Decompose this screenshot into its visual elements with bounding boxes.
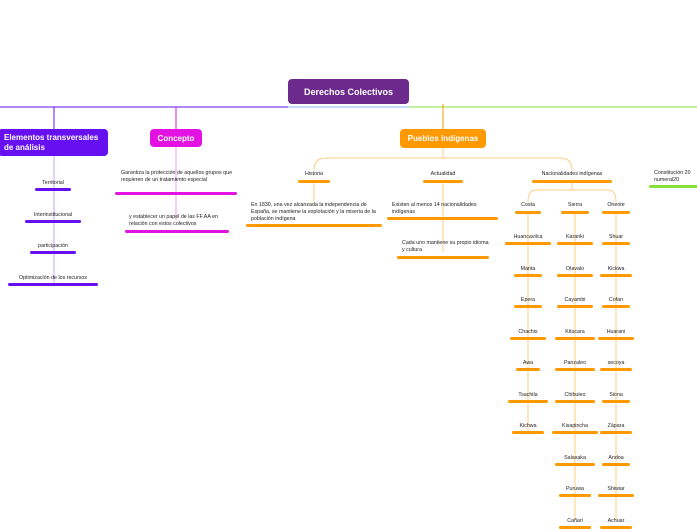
region-sierra-item-9-underline (559, 525, 591, 529)
region-costa-item-3[interactable]: Chachis (518, 328, 538, 335)
region-costa-item-1[interactable]: Manta (520, 265, 536, 272)
region-sierra-item-6-underline (552, 431, 598, 434)
region-oriente[interactable]: Oriente (607, 202, 625, 208)
historia-text[interactable]: En 1830, una vez alcanzada la independen… (251, 202, 376, 222)
region-oriente-item-8-underline (598, 494, 634, 497)
historia-text-underline (246, 224, 382, 227)
actualidad-item-1[interactable]: Cada uno mantiene su propio idioma y cul… (402, 240, 489, 253)
elementos-item-0-underline (35, 188, 71, 191)
concepto-item-1-underline (125, 230, 229, 233)
region-sierra-item-7[interactable]: Salasaka (564, 454, 586, 461)
region-costa-item-0-underline (505, 242, 551, 245)
branch-elementos-label: Elementos transversales de análisis (4, 133, 99, 152)
actualidad-node[interactable]: Actualidad (430, 171, 456, 177)
region-sierra-item-8[interactable]: Puruwa (566, 486, 584, 492)
region-oriente-item-8[interactable]: Shiwiar (607, 486, 625, 492)
region-costa-item-4-underline (516, 368, 540, 371)
region-sierra-item-5[interactable]: Chibuleo (564, 391, 586, 398)
region-sierra[interactable]: Sierra (567, 202, 583, 208)
region-costa[interactable]: Costa (521, 202, 535, 208)
root-node[interactable]: Derechos Colectivos (288, 79, 409, 104)
region-sierra-item-0[interactable]: Karanki (566, 234, 584, 240)
historia-node[interactable]: Historia (305, 171, 323, 177)
elementos-item-2-underline (30, 251, 76, 254)
region-costa-item-5-underline (508, 399, 548, 403)
region-oriente-underline (602, 211, 630, 214)
actualidad-item-0[interactable]: Existen al menos 14 nacionalidades indíg… (392, 202, 477, 215)
branch-pueblos-indigenas[interactable]: Pueblos Indígenas (400, 129, 486, 148)
region-costa-item-2[interactable]: Epera (520, 297, 536, 303)
actualidad-node-underline (423, 180, 463, 183)
region-oriente-item-7-underline (602, 462, 630, 466)
branch-concepto-label: Concepto (157, 133, 195, 143)
concepto-item-0[interactable]: Garantiza la protección de aquellos grup… (121, 170, 233, 183)
region-oriente-item-5-underline (602, 399, 630, 403)
region-sierra-item-7-underline (555, 462, 595, 466)
elementos-item-3-underline (8, 283, 98, 286)
region-oriente-item-4[interactable]: secoya (607, 360, 625, 366)
region-oriente-item-3[interactable]: Huarani (606, 328, 626, 335)
region-oriente-item-6-underline (600, 431, 632, 434)
region-sierra-item-1-underline (557, 273, 593, 277)
region-sierra-item-4[interactable]: Panzaleo (563, 360, 587, 366)
actualidad-item-0-underline (387, 217, 498, 220)
region-oriente-item-6[interactable]: Zápara (607, 423, 625, 429)
branch-pueblos-label: Pueblos Indígenas (407, 134, 479, 143)
region-costa-item-4[interactable]: Awa (522, 360, 534, 366)
region-sierra-item-4-underline (555, 368, 595, 371)
region-oriente-item-4-underline (600, 368, 632, 371)
region-costa-item-6[interactable]: Kichwa (519, 423, 537, 429)
constitucion-underline (649, 185, 697, 188)
region-sierra-item-9[interactable]: Cañari (567, 517, 583, 524)
region-costa-item-2-underline (514, 305, 542, 308)
branch-elementos-transversales[interactable]: Elementos transversales de análisis (0, 129, 108, 156)
region-oriente-item-1-underline (600, 273, 632, 277)
region-sierra-item-2-underline (557, 305, 593, 308)
region-oriente-item-2[interactable]: Cofan (608, 297, 624, 303)
historia-node-underline (298, 180, 330, 183)
root-label: Derechos Colectivos (303, 86, 394, 97)
nacionalidades-node[interactable]: Nacionalidades indígenas (541, 171, 603, 177)
region-costa-item-1-underline (514, 273, 542, 277)
concepto-item-0-underline (115, 192, 237, 195)
region-sierra-item-3-underline (555, 336, 595, 340)
region-sierra-item-6[interactable]: Kisapincha (562, 423, 588, 429)
region-sierra-item-2[interactable]: Cayambi (564, 297, 586, 303)
region-oriente-item-2-underline (602, 305, 630, 308)
region-sierra-item-0-underline (557, 242, 593, 245)
region-oriente-item-0[interactable]: Shuar (608, 234, 624, 240)
elementos-item-0[interactable]: Territorial (42, 180, 64, 186)
branch-constitucion[interactable]: Constitución 20 numeral20 (654, 170, 697, 184)
concepto-item-1[interactable]: y establecer un papel de las FF.AA en re… (129, 214, 218, 227)
region-sierra-item-1[interactable]: Otavalo (565, 265, 585, 272)
region-oriente-item-5[interactable]: Siona (609, 391, 623, 398)
elementos-item-3[interactable]: Optimización de los recursos (18, 275, 88, 281)
region-oriente-item-3-underline (598, 336, 634, 340)
link-pueblos-sub (313, 148, 573, 171)
region-oriente-item-9-underline (600, 525, 632, 529)
branch-concepto[interactable]: Concepto (150, 129, 202, 147)
region-sierra-item-5-underline (555, 399, 595, 403)
branch-constitucion-label: Constitución 20 numeral20 (654, 170, 691, 183)
actualidad-item-1-underline (397, 256, 489, 259)
nacionalidades-node-underline (532, 180, 612, 183)
region-sierra-item-8-underline (559, 494, 591, 497)
region-costa-item-5[interactable]: Tsachila (518, 391, 538, 398)
elementos-item-2[interactable]: participación (38, 243, 68, 249)
region-oriente-item-1[interactable]: Kickwa (607, 265, 625, 272)
link-regions (527, 183, 617, 203)
region-sierra-underline (561, 211, 589, 214)
region-oriente-item-9[interactable]: Achuar (607, 517, 625, 524)
region-costa-item-3-underline (510, 336, 546, 340)
elementos-item-1[interactable]: Interinstitucional (33, 212, 73, 218)
region-sierra-item-3[interactable]: Kitucara (565, 328, 585, 335)
region-oriente-item-0-underline (602, 242, 630, 245)
region-costa-item-6-underline (512, 431, 544, 434)
region-costa-item-0[interactable]: Huancavilca (513, 234, 543, 240)
region-costa-underline (515, 211, 541, 214)
region-oriente-item-7[interactable]: Andoa (608, 454, 624, 461)
elementos-item-1-underline (25, 220, 81, 223)
